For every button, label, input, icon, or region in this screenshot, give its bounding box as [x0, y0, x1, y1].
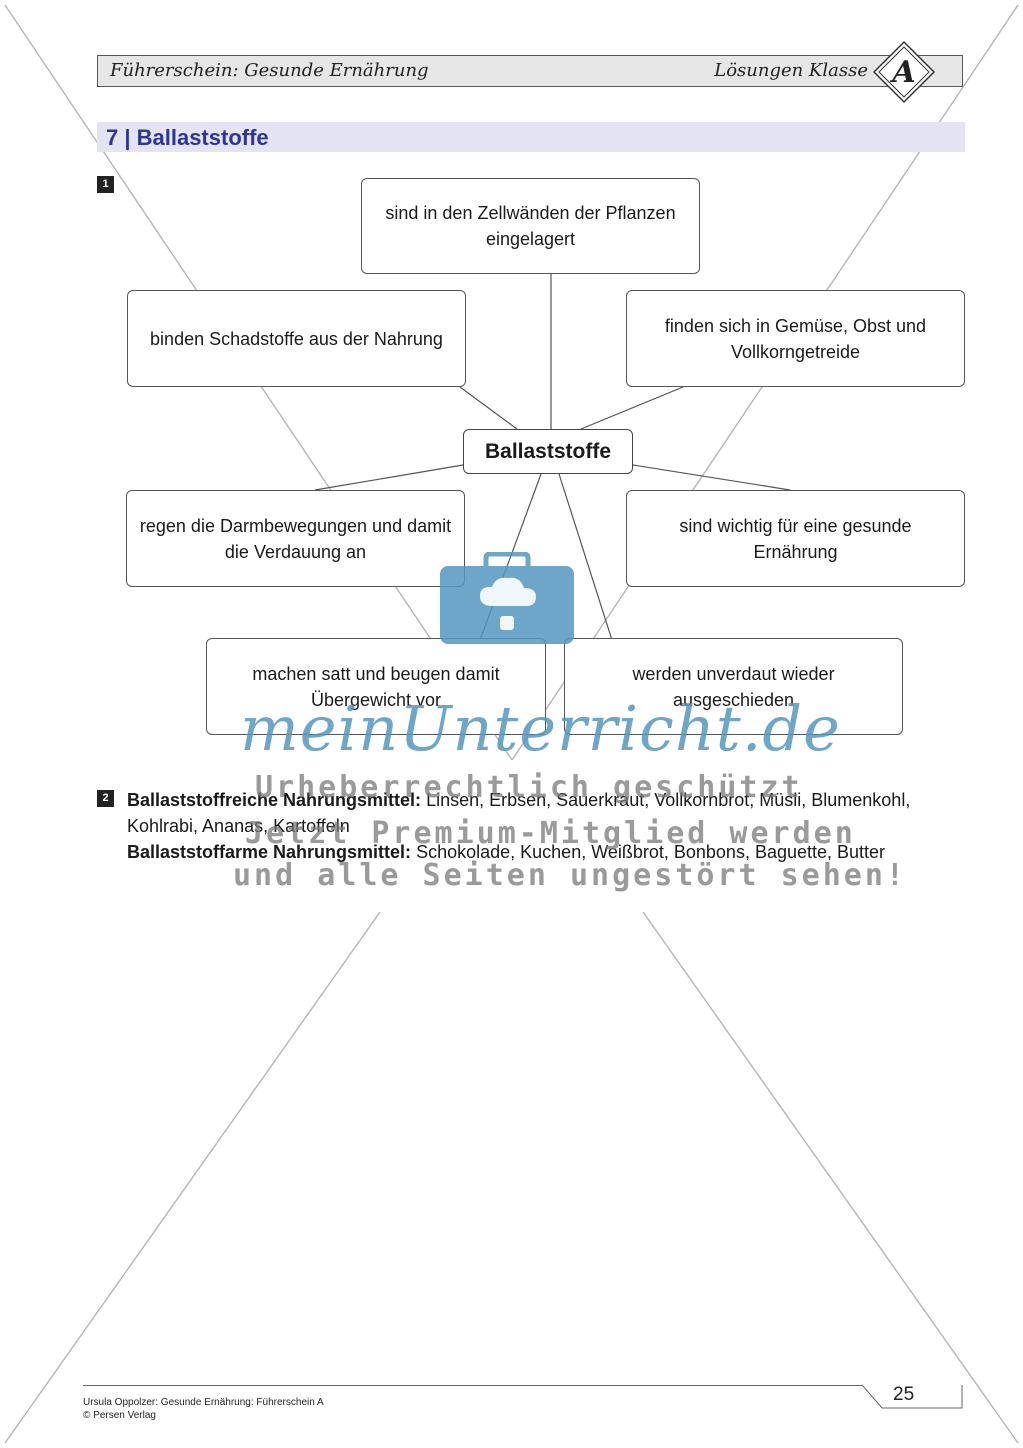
- footer-rule: [83, 1385, 863, 1386]
- mindmap-node-upper-right: finden sich in Gemüse, Obst und Vollkorn…: [626, 290, 965, 387]
- rich-foods-label: Ballaststoffreiche Nahrungsmittel:: [127, 790, 422, 810]
- mindmap-node-top: sind in den Zellwänden der Pflanzen eing…: [361, 178, 700, 274]
- briefcase-icon: [440, 552, 574, 644]
- watermark-line-1: Urheberrechtlich geschützt: [255, 770, 803, 805]
- page-number-tab: [861, 1384, 963, 1409]
- header-bar: [97, 55, 963, 87]
- footer-author: Ursula Oppolzer: Gesunde Ernährung: Führ…: [83, 1397, 324, 1408]
- task-number-1: 1: [97, 176, 114, 193]
- section-title: 7 | Ballaststoffe: [106, 125, 269, 150]
- mindmap-node-middle-right: sind wichtig für eine gesunde Ernährung: [626, 490, 965, 587]
- footer-credit: Ursula Oppolzer: Gesunde Ernährung: Führ…: [83, 1396, 324, 1422]
- mindmap-node-bottom-left: machen satt und beugen damit Übergewicht…: [206, 638, 546, 735]
- rich-foods-list: Linsen, Erbsen, Sauerkraut, Vollkornbrot…: [127, 790, 911, 836]
- header-solutions-label: Lösungen Klasse: [714, 60, 868, 81]
- watermark-line-2: Jetzt Premium-Mitglied werden: [245, 816, 856, 851]
- watermark-brand: meinUnterricht.de: [240, 692, 841, 765]
- task2-text: Ballaststoffreiche Nahrungsmittel: Linse…: [127, 787, 957, 865]
- poor-foods-list: Schokolade, Kuchen, Weißbrot, Bonbons, B…: [416, 842, 886, 862]
- page-number: 25: [893, 1384, 915, 1405]
- footer-publisher: © Persen Verlag: [83, 1410, 156, 1421]
- level-badge: A: [872, 40, 936, 104]
- header-title: Führerschein: Gesunde Ernährung: [110, 60, 429, 81]
- watermark-line-3: und alle Seiten ungestört sehen!: [233, 858, 907, 893]
- mindmap-node-upper-left: binden Schadstoffe aus der Nahrung: [127, 290, 466, 387]
- level-letter: A: [889, 55, 915, 90]
- section-title-bar: [97, 122, 965, 152]
- poor-foods-label: Ballaststoffarme Nahrungsmittel:: [127, 842, 412, 862]
- task-number-2: 2: [97, 790, 114, 807]
- mindmap-center: Ballaststoffe: [463, 429, 633, 474]
- mindmap-node-middle-left: regen die Darmbewegungen und damit die V…: [126, 490, 465, 587]
- mindmap-node-bottom-right: werden unverdaut wieder ausgeschieden: [564, 638, 903, 735]
